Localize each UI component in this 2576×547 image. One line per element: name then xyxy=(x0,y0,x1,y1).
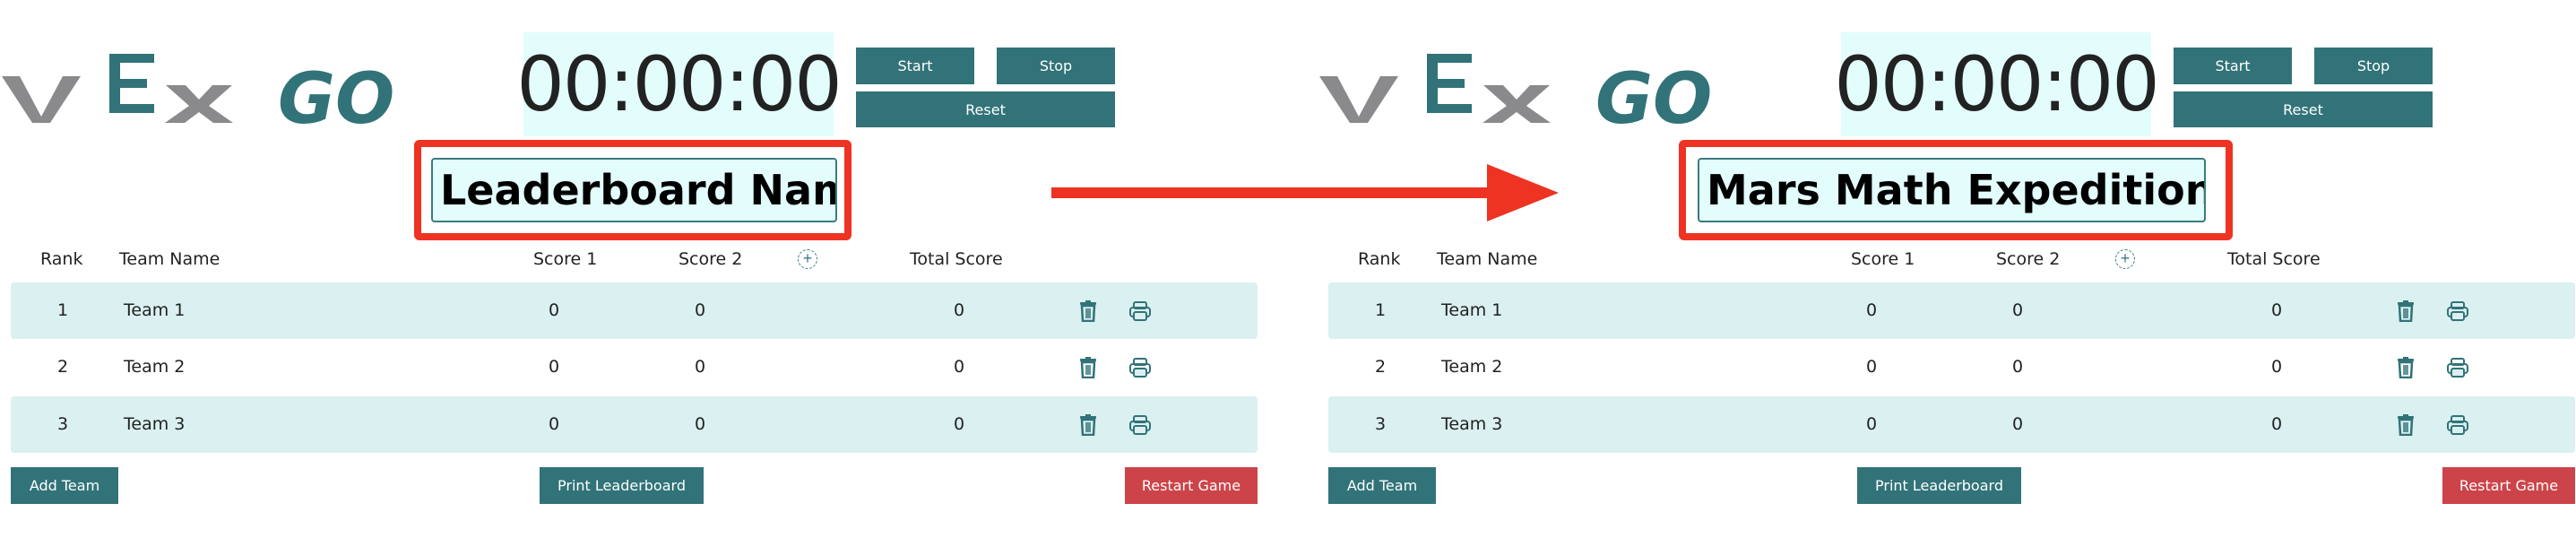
vex-go-logo: GO xyxy=(1319,54,1712,130)
header-score-2: Score 2 xyxy=(1996,249,2061,269)
reset-button[interactable]: Reset xyxy=(856,91,1115,127)
total-score-cell: 0 xyxy=(954,414,965,434)
header-rank: Rank xyxy=(1358,249,1401,269)
print-leaderboard-button[interactable]: Print Leaderboard xyxy=(1857,467,2021,504)
score-1-cell[interactable]: 0 xyxy=(549,414,560,434)
trash-icon[interactable] xyxy=(1078,357,1098,383)
add-team-button[interactable]: Add Team xyxy=(11,467,118,504)
printer-icon[interactable] xyxy=(2446,414,2469,440)
score-2-cell[interactable]: 0 xyxy=(695,300,706,320)
add-score-column-icon[interactable]: + xyxy=(798,249,817,269)
stop-button[interactable]: Stop xyxy=(997,48,1115,84)
leaderboard-name-input[interactable]: Leaderboard Nam xyxy=(431,158,837,222)
header-total-score: Total Score xyxy=(910,249,1003,269)
rank-cell: 3 xyxy=(57,414,69,434)
leaderboard-name-text: Leaderboard Nam xyxy=(440,166,837,214)
score-1-cell[interactable]: 0 xyxy=(1866,300,1878,320)
total-score-cell: 0 xyxy=(2271,357,2283,377)
total-score-cell: 0 xyxy=(2271,300,2283,320)
printer-icon[interactable] xyxy=(1128,357,1152,383)
leaderboard-name-input[interactable]: Mars Math Expedition xyxy=(1698,158,2206,222)
rank-cell: 1 xyxy=(57,300,69,320)
vex-go-logo: GO xyxy=(2,54,394,130)
svg-text:GO: GO xyxy=(278,59,394,130)
printer-icon[interactable] xyxy=(1128,300,1152,326)
table-row: 3 Team 3 0 0 0 xyxy=(1328,396,2575,453)
rank-cell: 3 xyxy=(1375,414,1387,434)
table-row: 1 Team 1 0 0 0 xyxy=(1328,282,2575,339)
print-leaderboard-button[interactable]: Print Leaderboard xyxy=(540,467,704,504)
printer-icon[interactable] xyxy=(2446,300,2469,326)
total-score-cell: 0 xyxy=(954,300,965,320)
table-row: 3 Team 3 0 0 0 xyxy=(11,396,1258,453)
rank-cell: 2 xyxy=(57,357,69,377)
add-score-column-icon[interactable]: + xyxy=(2115,249,2135,269)
score-2-cell[interactable]: 0 xyxy=(2012,414,2024,434)
highlight-box xyxy=(1679,140,2233,240)
stop-button[interactable]: Stop xyxy=(2314,48,2433,84)
score-2-cell[interactable]: 0 xyxy=(2012,357,2024,377)
table-row: 2 Team 2 0 0 0 xyxy=(1328,339,2575,395)
header-score-1: Score 1 xyxy=(1851,249,1915,269)
restart-game-button[interactable]: Restart Game xyxy=(2442,467,2575,504)
printer-icon[interactable] xyxy=(1128,414,1152,440)
score-2-cell[interactable]: 0 xyxy=(695,414,706,434)
leaderboard-after: GO 00:00:00 Start Stop Reset Mars Math E… xyxy=(1318,0,2576,547)
score-1-cell[interactable]: 0 xyxy=(549,357,560,377)
leaderboard-name-text: Mars Math Expedition xyxy=(1707,166,2206,214)
score-2-cell[interactable]: 0 xyxy=(695,357,706,377)
trash-icon[interactable] xyxy=(2396,357,2416,383)
header-team-name: Team Name xyxy=(119,249,220,269)
add-team-button[interactable]: Add Team xyxy=(1328,467,1436,504)
score-2-cell[interactable]: 0 xyxy=(2012,300,2024,320)
rank-cell: 2 xyxy=(1375,357,1387,377)
score-1-cell[interactable]: 0 xyxy=(549,300,560,320)
score-1-cell[interactable]: 0 xyxy=(1866,414,1878,434)
leaderboard-before: GO 00:00:00 Start Stop Reset Leaderboard… xyxy=(0,0,1264,547)
trash-icon[interactable] xyxy=(1078,300,1098,326)
total-score-cell: 0 xyxy=(954,357,965,377)
trash-icon[interactable] xyxy=(2396,300,2416,326)
timer-display: 00:00:00 xyxy=(1834,32,2160,136)
header-total-score: Total Score xyxy=(2227,249,2321,269)
start-button[interactable]: Start xyxy=(856,48,974,84)
reset-button[interactable]: Reset xyxy=(2174,91,2433,127)
table-row: 1 Team 1 0 0 0 xyxy=(11,282,1258,339)
highlight-box xyxy=(414,140,851,240)
restart-game-button[interactable]: Restart Game xyxy=(1125,467,1258,504)
trash-icon[interactable] xyxy=(1078,414,1098,440)
team-name-cell[interactable]: Team 1 xyxy=(1441,300,1503,320)
rank-cell: 1 xyxy=(1375,300,1387,320)
header-score-2: Score 2 xyxy=(679,249,743,269)
svg-text:GO: GO xyxy=(1595,59,1712,130)
header-rank: Rank xyxy=(40,249,83,269)
header-team-name: Team Name xyxy=(1437,249,1538,269)
start-button[interactable]: Start xyxy=(2174,48,2292,84)
team-name-cell[interactable]: Team 1 xyxy=(124,300,186,320)
team-name-cell[interactable]: Team 2 xyxy=(1441,357,1503,377)
header-score-1: Score 1 xyxy=(533,249,598,269)
arrow-icon xyxy=(1051,164,1559,221)
team-name-cell[interactable]: Team 3 xyxy=(1441,414,1503,434)
team-name-cell[interactable]: Team 2 xyxy=(124,357,186,377)
total-score-cell: 0 xyxy=(2271,414,2283,434)
printer-icon[interactable] xyxy=(2446,357,2469,383)
timer-display: 00:00:00 xyxy=(516,32,843,136)
trash-icon[interactable] xyxy=(2396,414,2416,440)
team-name-cell[interactable]: Team 3 xyxy=(124,414,186,434)
table-row: 2 Team 2 0 0 0 xyxy=(11,339,1258,395)
score-1-cell[interactable]: 0 xyxy=(1866,357,1878,377)
